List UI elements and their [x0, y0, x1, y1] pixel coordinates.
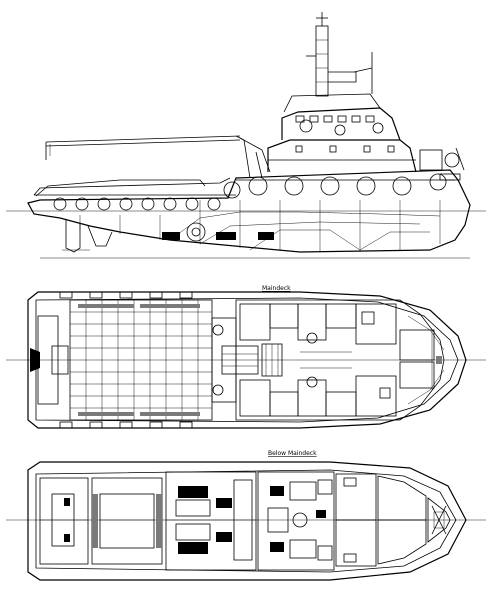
engine-block-3 — [258, 232, 274, 240]
stern-roller — [30, 348, 40, 372]
aft-tanks — [39, 477, 89, 565]
engine-room — [165, 471, 257, 571]
main-engine-stbd — [178, 542, 208, 554]
bow-thruster-marker — [431, 505, 447, 535]
forward-tanks — [335, 473, 451, 567]
deckhouse-rooms — [235, 299, 445, 421]
below-maindeck-plan: Below Maindeck — [6, 450, 486, 581]
aft-bulwark — [33, 177, 231, 196]
profile-view — [6, 12, 486, 259]
stern-deck — [35, 179, 206, 197]
aft-void — [91, 477, 163, 565]
superstructure — [267, 93, 417, 173]
working-deck-grid — [69, 299, 213, 421]
maindeck-plan: Maindeck — [6, 285, 486, 429]
frame-stations — [79, 200, 441, 252]
maindeck-fenders — [59, 291, 193, 429]
fender-row — [53, 173, 447, 211]
engine-block-1 — [162, 232, 180, 240]
engine-block-2 — [216, 232, 236, 240]
below-hull-outline — [27, 461, 467, 581]
aux-machinery-room — [257, 471, 335, 571]
bow-compartments — [407, 315, 445, 405]
stern-thruster — [87, 225, 113, 247]
maindeck-hull-outline — [27, 291, 467, 429]
deck-crane — [45, 135, 271, 179]
winch-drum-profile — [186, 222, 206, 242]
below-maindeck-label: Below Maindeck — [268, 450, 317, 457]
mast — [306, 12, 373, 97]
bow-details — [419, 147, 465, 181]
maindeck-label: Maindeck — [262, 285, 291, 292]
main-engine-port — [178, 486, 208, 498]
skeg — [65, 220, 81, 253]
